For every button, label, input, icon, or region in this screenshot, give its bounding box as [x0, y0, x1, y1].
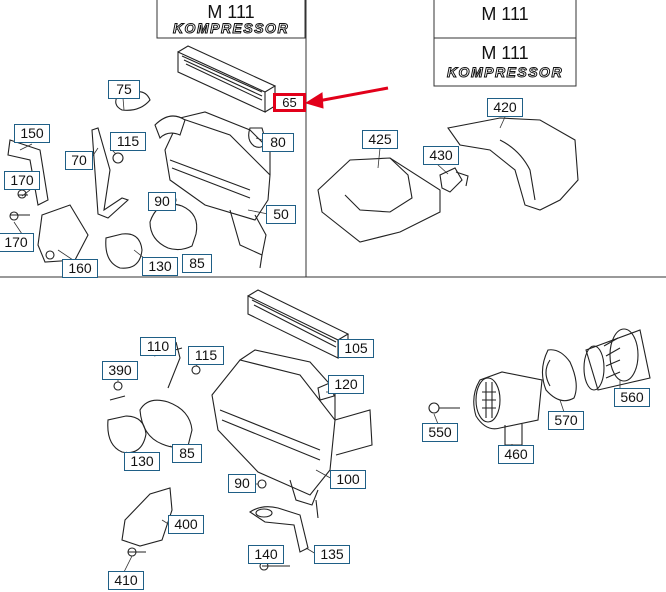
maf-sensor-and-hoses [473, 328, 651, 446]
part-label-460[interactable]: 460 [498, 445, 534, 464]
part-label-170[interactable]: 170 [4, 171, 40, 190]
engine-covers [317, 117, 579, 243]
part-label-170-b[interactable]: 170 [0, 233, 34, 252]
part-label-70[interactable]: 70 [65, 151, 93, 170]
part-label-90-b[interactable]: 90 [228, 474, 256, 493]
engine-subtitle-kompressor-2: KOMPRESSOR [446, 64, 564, 81]
air-filter-element-top [177, 45, 277, 113]
part-label-85[interactable]: 85 [182, 254, 212, 273]
part-label-120[interactable]: 120 [328, 375, 364, 394]
part-label-160[interactable]: 160 [62, 259, 98, 278]
panel-frames [0, 0, 666, 278]
part-label-400[interactable]: 400 [168, 515, 204, 534]
part-label-390[interactable]: 390 [102, 361, 138, 380]
part-label-560[interactable]: 560 [614, 388, 650, 407]
part-label-550[interactable]: 550 [422, 423, 458, 442]
part-label-50[interactable]: 50 [266, 205, 296, 224]
part-label-430[interactable]: 430 [423, 146, 459, 165]
part-label-130-b[interactable]: 130 [124, 452, 160, 471]
part-label-140[interactable]: 140 [248, 545, 284, 564]
part-label-130[interactable]: 130 [142, 257, 178, 276]
air-filter-element-bottom [247, 289, 350, 359]
engine-title-m111-kompressor: M 111 [207, 2, 255, 22]
part-label-80[interactable]: 80 [262, 133, 294, 152]
part-label-90[interactable]: 90 [148, 192, 176, 211]
part-label-75[interactable]: 75 [108, 80, 140, 99]
part-label-115-b[interactable]: 115 [188, 346, 224, 365]
engine-subtitle-kompressor: KOMPRESSOR [172, 20, 290, 37]
engine-title-m111: M 111 [481, 4, 529, 24]
callout-arrow [304, 86, 389, 109]
part-label-150[interactable]: 150 [14, 124, 50, 143]
part-label-110[interactable]: 110 [140, 337, 176, 356]
part-label-410[interactable]: 410 [108, 571, 144, 590]
part-label-115[interactable]: 115 [110, 132, 146, 151]
part-label-570[interactable]: 570 [548, 411, 584, 430]
part-label-425[interactable]: 425 [362, 130, 398, 149]
engine-title-m111-kompressor-2: M 111 [481, 43, 529, 63]
part-label-85-b[interactable]: 85 [172, 444, 202, 463]
part-label-420[interactable]: 420 [487, 98, 523, 117]
part-label-105[interactable]: 105 [338, 339, 374, 358]
part-label-65-highlighted[interactable]: 65 [273, 93, 306, 112]
part-label-100[interactable]: 100 [330, 470, 366, 489]
filter-housing-top [154, 111, 271, 269]
part-label-135[interactable]: 135 [314, 545, 350, 564]
